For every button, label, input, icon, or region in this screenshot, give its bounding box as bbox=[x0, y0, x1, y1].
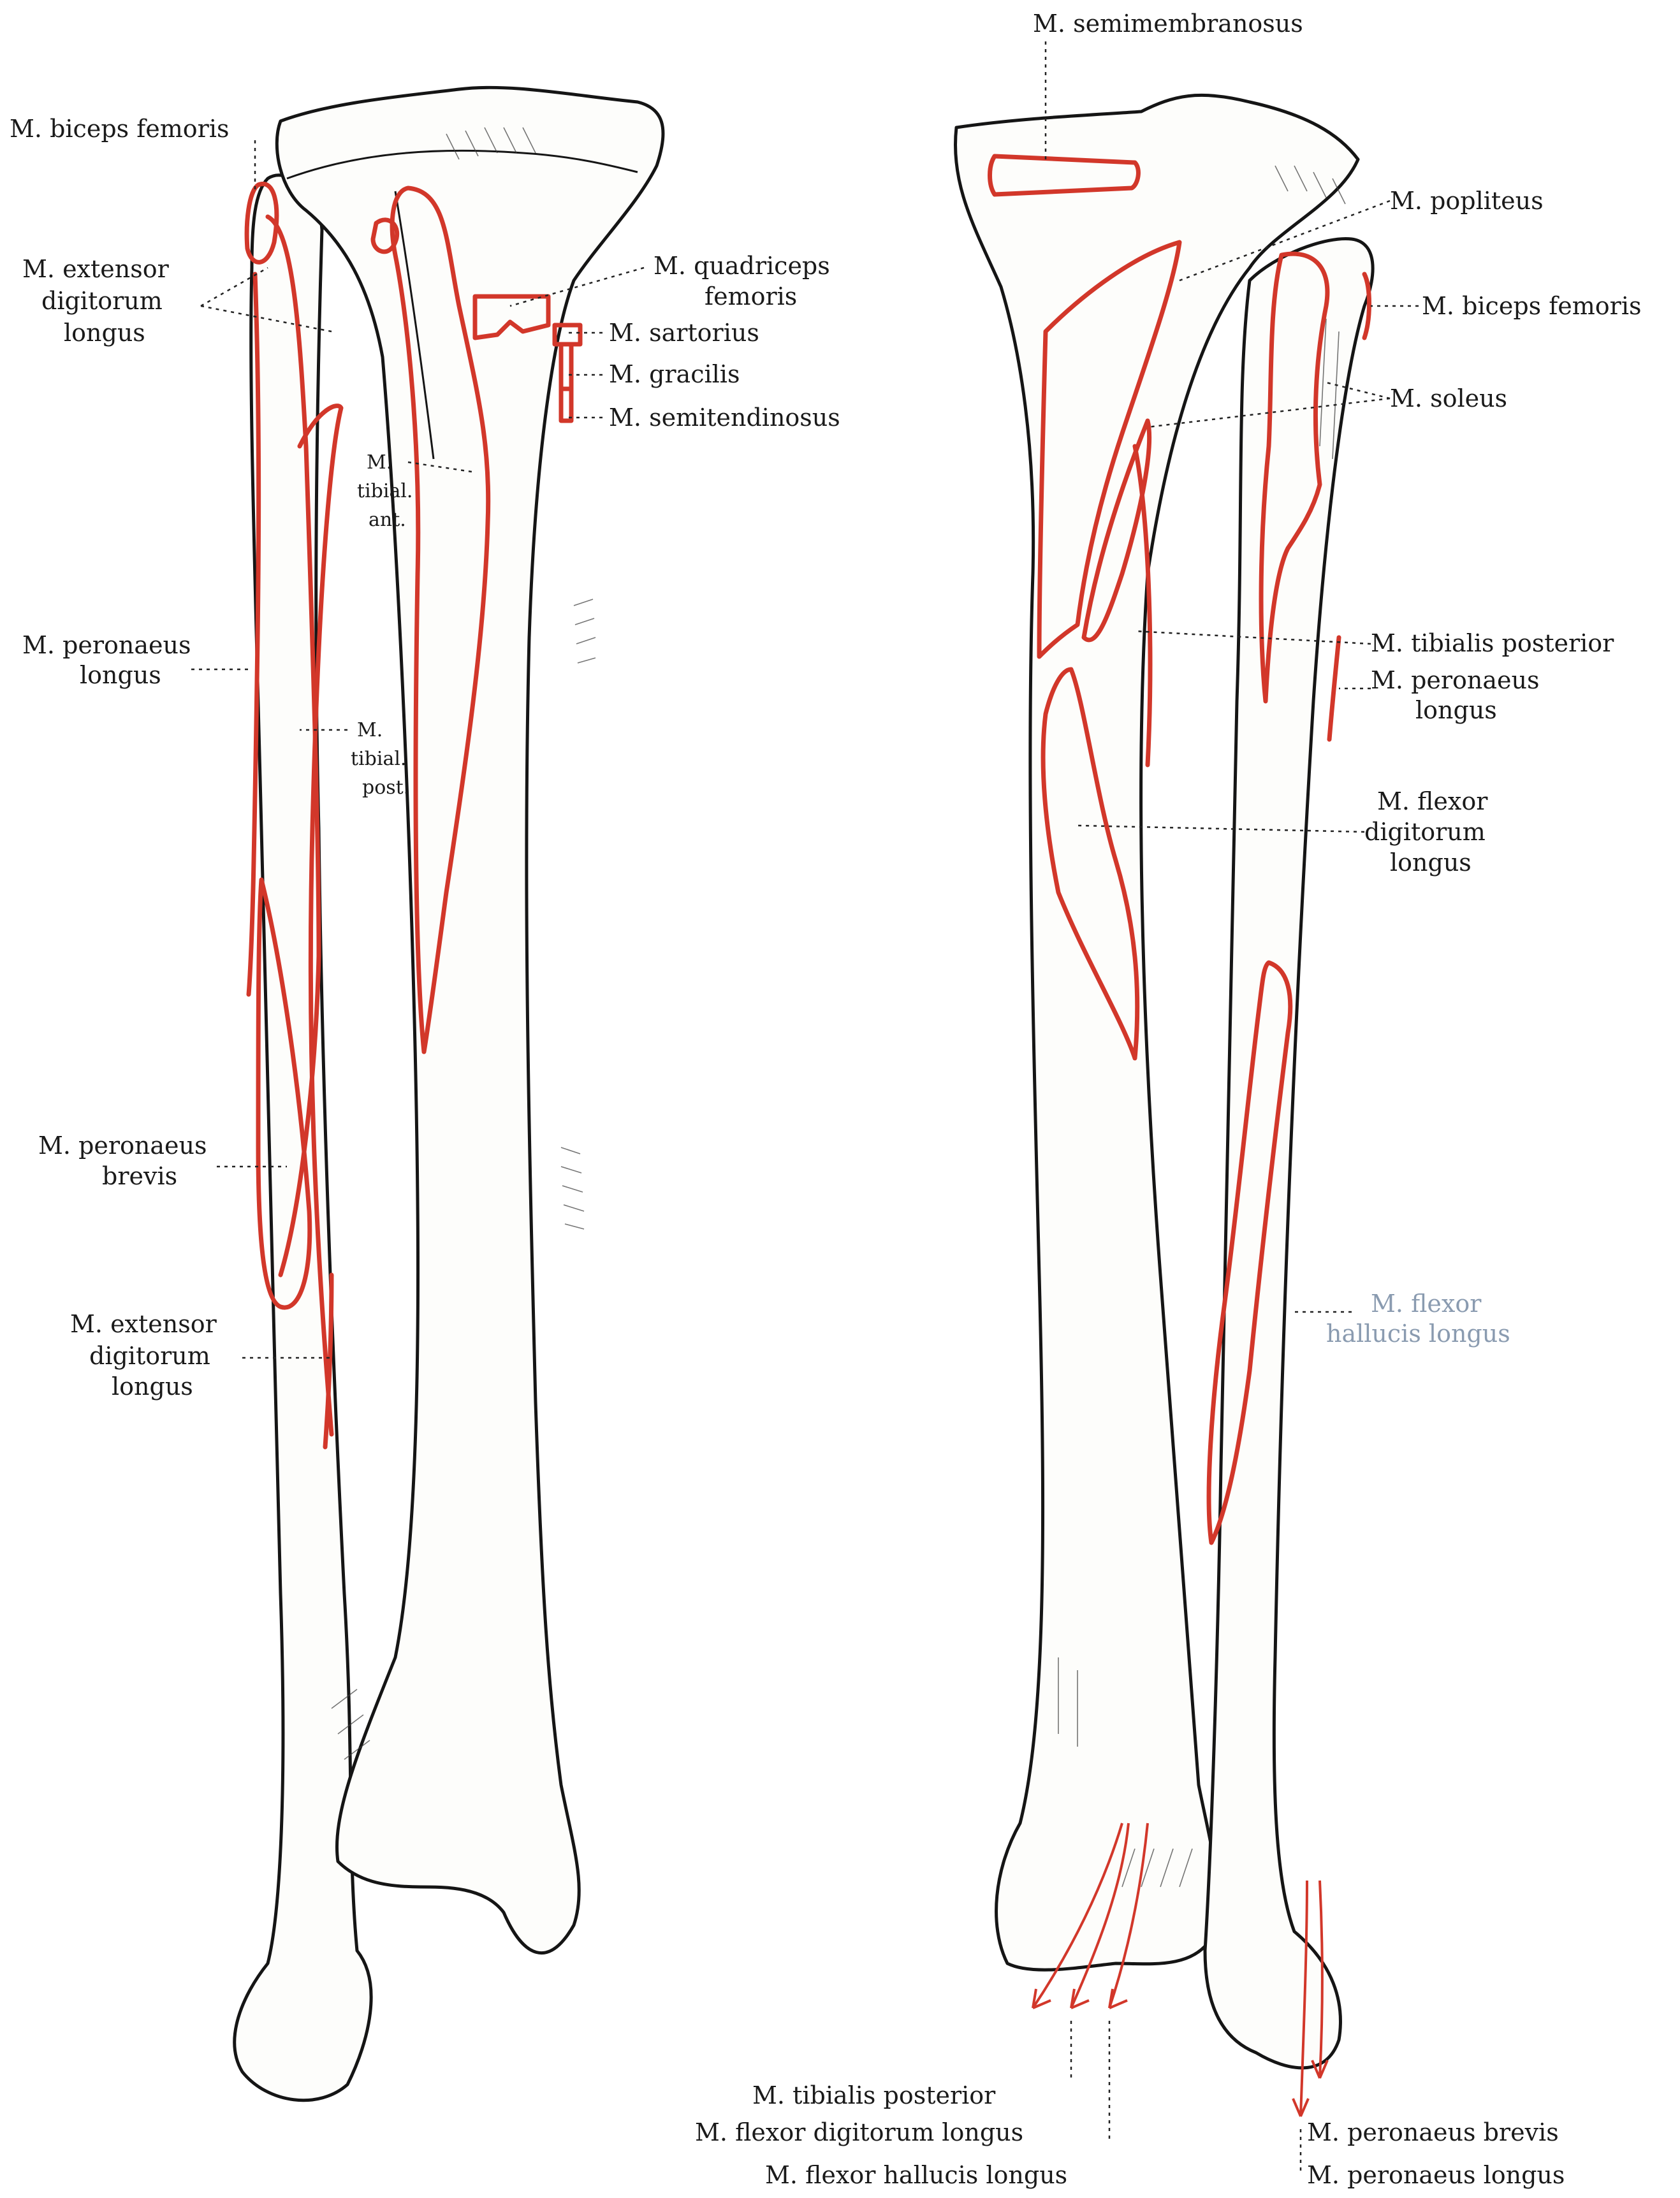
label-ext-dig-longus-top-1: M. extensor bbox=[22, 255, 170, 283]
label-flex-hall-longus-1: M. flexor bbox=[1371, 1290, 1482, 1318]
label-tib-post-2: tibial. bbox=[351, 748, 406, 770]
label-flex-hall-longus-2: hallucis longus bbox=[1326, 1320, 1510, 1348]
label-quadriceps-1: M. quadriceps bbox=[654, 252, 830, 280]
muscle-attachments-posterior bbox=[988, 154, 1371, 1545]
fibula-posterior bbox=[1203, 237, 1375, 2070]
label-tib-ant-2: tibial. bbox=[357, 480, 413, 502]
label-tibialis-posterior: M. tibialis posterior bbox=[1371, 629, 1614, 657]
label-bottom-tibialis-posterior: M. tibialis posterior bbox=[752, 2081, 996, 2109]
posterior-view: M. semimembranosus M. popliteus M. bicep… bbox=[695, 10, 1642, 2189]
label-ext-dig-longus-top-3: longus bbox=[64, 319, 145, 347]
label-bottom-peronaeus-longus: M. peronaeus longus bbox=[1307, 2161, 1565, 2189]
label-flex-dig-longus-2: digitorum bbox=[1364, 818, 1486, 846]
label-gracilis: M. gracilis bbox=[609, 360, 740, 388]
label-ext-dig-longus-bot-3: longus bbox=[112, 1372, 193, 1401]
shading-hatches bbox=[331, 127, 596, 1760]
label-semitendinosus: M. semitendinosus bbox=[609, 404, 840, 432]
label-peronaeus-longus-left-2: longus bbox=[80, 661, 161, 689]
attach-flex-hall-longus bbox=[1206, 960, 1293, 1545]
label-popliteus: M. popliteus bbox=[1390, 187, 1544, 215]
label-sartorius: M. sartorius bbox=[609, 319, 759, 347]
label-quadriceps-2: femoris bbox=[705, 282, 797, 310]
muscle-attachments-anterior bbox=[244, 182, 583, 1450]
label-ext-dig-longus-bot-2: digitorum bbox=[89, 1342, 210, 1370]
attach-semitendinosus bbox=[559, 386, 574, 423]
label-biceps-femoris-right: M. biceps femoris bbox=[1422, 292, 1642, 320]
attach-semimembranosus bbox=[988, 154, 1141, 197]
attach-peronaeus-brevis bbox=[256, 877, 312, 1310]
tibial-tuberosity-line bbox=[394, 191, 435, 460]
label-soleus: M. soleus bbox=[1390, 384, 1507, 412]
label-biceps-femoris-left: M. biceps femoris bbox=[10, 115, 230, 143]
attach-soleus-fibula bbox=[1259, 251, 1330, 704]
label-ext-dig-longus-top-2: digitorum bbox=[41, 287, 163, 315]
label-peronaeus-brevis-2: brevis bbox=[102, 1162, 177, 1190]
label-peronaeus-longus-left-1: M. peronaeus bbox=[22, 631, 191, 659]
tibia-anterior bbox=[275, 85, 665, 1954]
attach-tib-post bbox=[297, 404, 344, 1437]
label-tib-post-1: M. bbox=[357, 719, 383, 741]
label-flex-dig-longus-3: longus bbox=[1390, 848, 1472, 877]
leader-lines-anterior bbox=[191, 140, 645, 1359]
label-tib-ant-1: M. bbox=[367, 451, 392, 474]
label-peronaeus-longus-right-2: longus bbox=[1415, 696, 1497, 724]
attach-peronaeus-longus-right bbox=[1327, 635, 1341, 742]
label-tib-post-3: post. bbox=[362, 776, 409, 799]
attach-biceps-femoris-right bbox=[1362, 272, 1371, 340]
attach-soleus-tibia bbox=[1081, 418, 1152, 643]
attach-sartorius bbox=[552, 323, 583, 347]
shading-hatches-posterior bbox=[1058, 165, 1346, 1888]
attach-peronaeus-longus bbox=[246, 272, 261, 997]
label-flex-dig-longus-1: M. flexor bbox=[1377, 787, 1488, 815]
label-semimembranosus: M. semimembranosus bbox=[1033, 10, 1303, 38]
attach-flex-dig-longus bbox=[1041, 667, 1140, 1061]
attach-biceps-femoris bbox=[244, 182, 279, 265]
label-peronaeus-brevis-1: M. peronaeus bbox=[38, 1132, 207, 1160]
anterior-view: M. biceps femoris M. extensor digitorum … bbox=[10, 85, 840, 2102]
attach-popliteus bbox=[1037, 240, 1182, 659]
tendon-arrows bbox=[1032, 1823, 1329, 2117]
label-bottom-flex-dig-longus: M. flexor digitorum longus bbox=[695, 2118, 1023, 2146]
attach-tibialis-posterior bbox=[1132, 444, 1153, 768]
attach-patella-ring bbox=[370, 217, 400, 254]
attach-gracilis bbox=[559, 342, 574, 391]
leader-lines-posterior bbox=[1044, 41, 1419, 2174]
attach-ext-dig-lower bbox=[323, 1272, 334, 1450]
label-bottom-peronaeus-brevis: M. peronaeus brevis bbox=[1307, 2118, 1559, 2146]
label-tib-ant-3: ant. bbox=[369, 509, 406, 531]
label-peronaeus-longus-right-1: M. peronaeus bbox=[1371, 666, 1540, 694]
label-bottom-flex-hall-longus: M. flexor hallucis longus bbox=[765, 2161, 1067, 2189]
attach-quadriceps bbox=[472, 294, 551, 340]
attach-tib-ant bbox=[390, 186, 491, 1054]
label-ext-dig-longus-bot-1: M. extensor bbox=[70, 1310, 217, 1338]
